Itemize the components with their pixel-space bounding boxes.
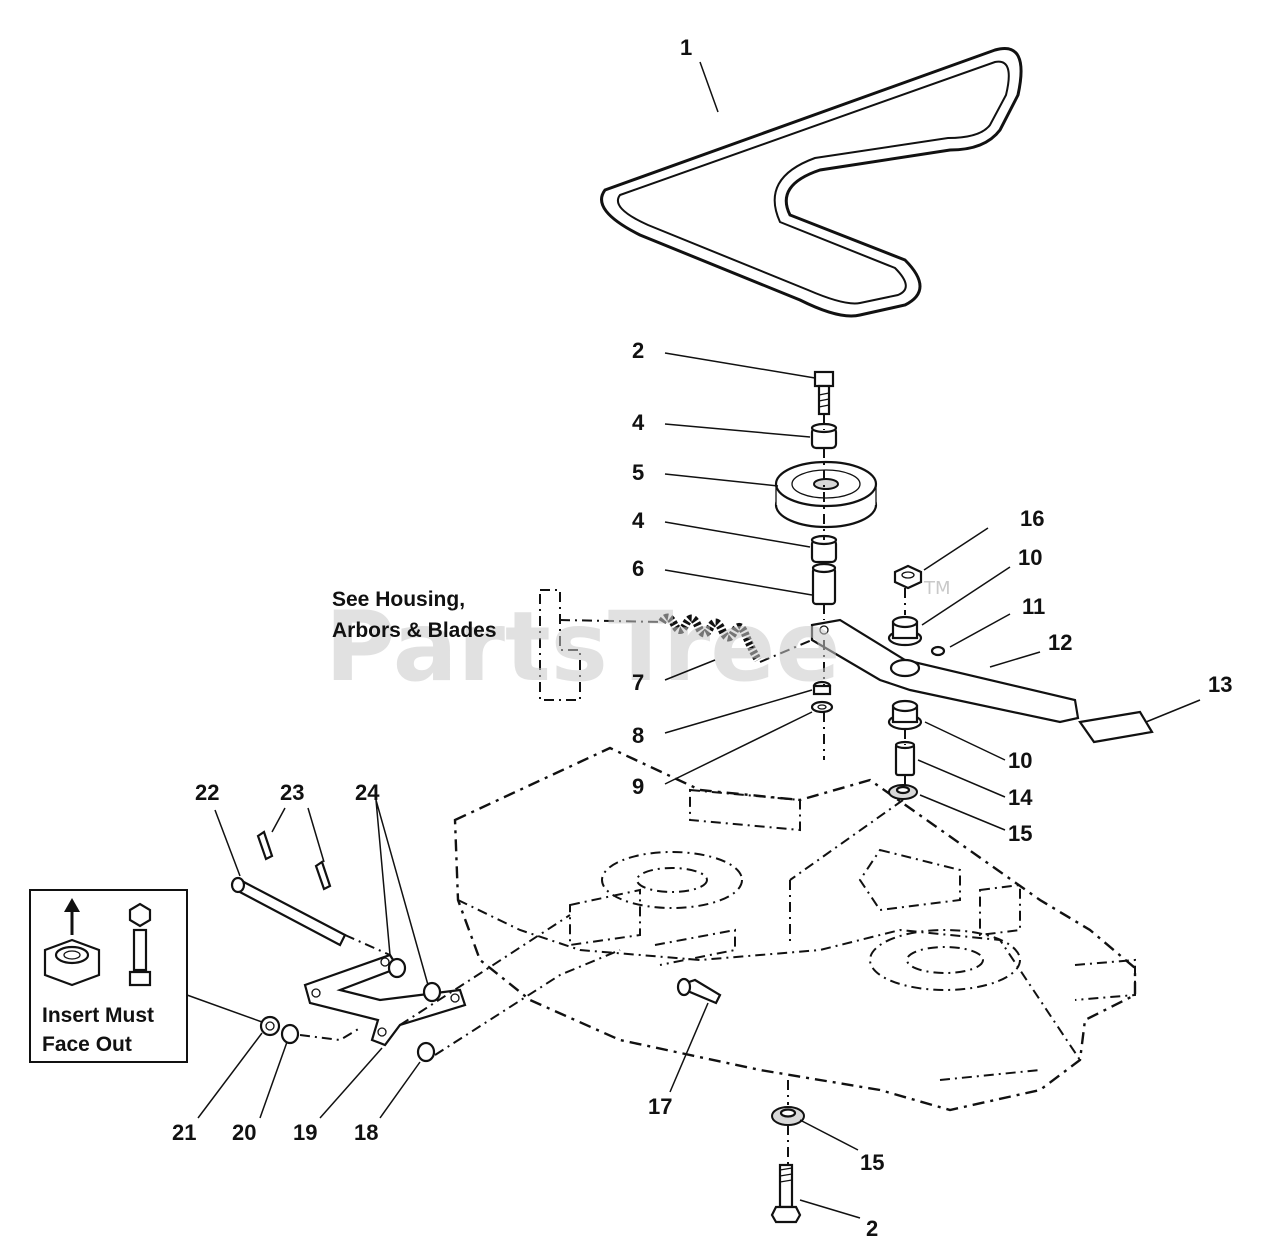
bushing-part-hanger — [280, 1023, 300, 1045]
insert-note-line1: Insert Must — [42, 1004, 154, 1027]
spacer-part-small — [812, 680, 832, 696]
insert-detail-box: Insert Must Face Out — [29, 889, 188, 1063]
idler-pulley-part — [774, 460, 878, 529]
leader-lines — [197, 61, 1201, 1219]
flange-bushing-part-upper — [887, 615, 923, 647]
idler-arm-part — [810, 618, 1080, 724]
callout-23: 23 — [280, 780, 304, 805]
pin-part — [230, 876, 347, 947]
insert-note-line2: Face Out — [42, 1033, 132, 1056]
housing-note-line1: See Housing, — [332, 588, 465, 611]
watermark-trademark: TM — [923, 578, 951, 599]
callout-9: 9 — [632, 774, 644, 799]
callout-17: 17 — [648, 1094, 672, 1119]
callout-7: 7 — [632, 670, 644, 695]
bolt-part-top — [813, 370, 835, 416]
callout-1: 1 — [680, 35, 692, 60]
callout-15-lower: 15 — [860, 1150, 884, 1175]
spacer-part-hanger — [416, 1041, 436, 1063]
hex-nut-part — [893, 564, 923, 590]
callout-19: 19 — [293, 1120, 317, 1145]
callout-24: 24 — [355, 780, 380, 805]
callout-4-upper: 4 — [632, 410, 645, 435]
callout-16: 16 — [1020, 506, 1044, 531]
carriage-bolt-part — [676, 977, 722, 1005]
washer-part-upper — [888, 784, 918, 800]
callout-5: 5 — [632, 460, 644, 485]
housing-note-line2: Arbors & Blades — [332, 619, 497, 642]
callout-2-bottom: 2 — [866, 1216, 878, 1241]
watermark-text: PartsTree — [325, 591, 840, 703]
mower-deck-housing — [453, 746, 1137, 1112]
spacer-part-idler — [894, 740, 916, 777]
callout-labels: 1 2 4 5 4 6 16 10 11 12 13 7 8 10 9 14 1… — [172, 35, 1232, 1241]
flange-bushing-part-lower — [887, 699, 923, 731]
callout-6: 6 — [632, 556, 644, 581]
washer-part-lower — [771, 1106, 805, 1126]
callout-10-upper: 10 — [1018, 545, 1042, 570]
callout-8: 8 — [632, 723, 644, 748]
callout-13: 13 — [1208, 672, 1232, 697]
callout-15-upper: 15 — [1008, 821, 1032, 846]
hanger-bracket-part — [303, 953, 467, 1047]
washer-part-small — [810, 700, 834, 714]
v-belt-part — [600, 47, 1023, 318]
bolt-part-bottom — [770, 1163, 802, 1224]
spring-part — [539, 589, 813, 701]
callout-18: 18 — [354, 1120, 378, 1145]
callout-14: 14 — [1008, 785, 1033, 810]
callout-11: 11 — [1022, 594, 1045, 619]
grease-fitting-part — [930, 645, 946, 657]
grip-part — [1078, 710, 1154, 744]
callout-21: 21 — [172, 1120, 196, 1145]
cotter-pin-part-2 — [314, 860, 332, 891]
callout-22: 22 — [195, 780, 219, 805]
callout-20: 20 — [232, 1120, 256, 1145]
callout-10-lower: 10 — [1008, 748, 1032, 773]
callout-4-lower: 4 — [632, 508, 645, 533]
bushing-part-upper — [810, 422, 838, 450]
callout-2-top: 2 — [632, 338, 644, 363]
callout-12: 12 — [1048, 630, 1072, 655]
cotter-pin-part-1 — [256, 830, 274, 861]
lock-nut-part — [259, 1015, 281, 1037]
